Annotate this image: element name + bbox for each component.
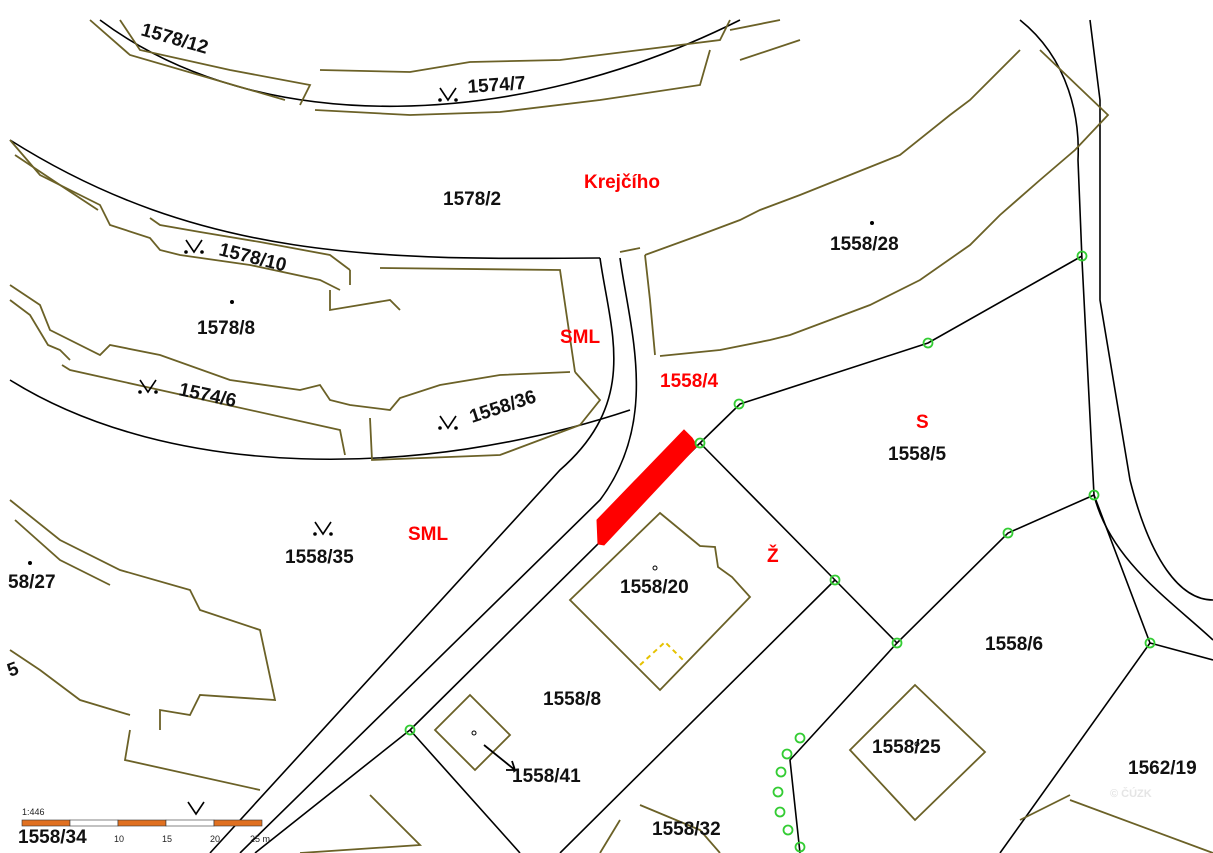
parcel-label: 1574/7 xyxy=(467,73,526,98)
parcel-label: 1558/36 xyxy=(467,387,539,428)
ownership-code-label: SML xyxy=(560,327,601,348)
parcel-label: 1558/6 xyxy=(985,634,1043,655)
parcel-label: 1578/2 xyxy=(443,189,501,210)
parcel-label: 5 xyxy=(5,658,23,681)
street-name-label: Krejčího xyxy=(584,172,660,193)
garden-symbols xyxy=(138,87,458,816)
definition-points xyxy=(28,221,874,565)
ownership-code-label: Ž xyxy=(767,545,779,567)
highlighted-parcel-label: 1558/4 xyxy=(660,371,719,392)
ownership-code-label: SML xyxy=(408,524,449,545)
definition-rings xyxy=(471,565,920,747)
building-outlines xyxy=(9,19,1213,853)
scale-tick: 15 xyxy=(162,834,172,844)
parcel-label: 1558/35 xyxy=(285,547,354,568)
parcel-label: 1558/25 xyxy=(872,737,941,758)
highlighted-parcel[interactable] xyxy=(596,429,698,546)
copyright-watermark: © ČÚZK xyxy=(1110,787,1152,800)
parcel-label: 1558/41 xyxy=(512,766,581,787)
scale-tick: 10 xyxy=(114,834,124,844)
scale-bar: 1:446 10 15 20 25 m xyxy=(21,807,270,844)
scale-tick: 25 m xyxy=(250,834,270,844)
parcel-label: 1558/34 xyxy=(18,827,87,848)
parcel-boundaries xyxy=(9,19,1213,853)
parcel-label: 1558/20 xyxy=(620,577,689,598)
scale-ratio: 1:446 xyxy=(22,807,45,817)
scale-tick: 20 xyxy=(210,834,220,844)
parcel-label: 1558/8 xyxy=(543,689,601,710)
parcel-label: 1558/28 xyxy=(830,234,899,255)
parcel-label: 1558/5 xyxy=(888,444,947,465)
dashed-boundary xyxy=(639,640,686,666)
ownership-code-label: S xyxy=(916,412,929,433)
arrow-icon xyxy=(483,744,517,771)
parcel-label: 1574/6 xyxy=(177,379,238,412)
parcel-label: 1558/32 xyxy=(652,819,721,840)
parcel-label: 1578/8 xyxy=(197,318,255,339)
parcel-label: 1562/19 xyxy=(1128,758,1197,779)
parcel-label: 58/27 xyxy=(8,572,56,593)
survey-points xyxy=(404,250,1156,853)
